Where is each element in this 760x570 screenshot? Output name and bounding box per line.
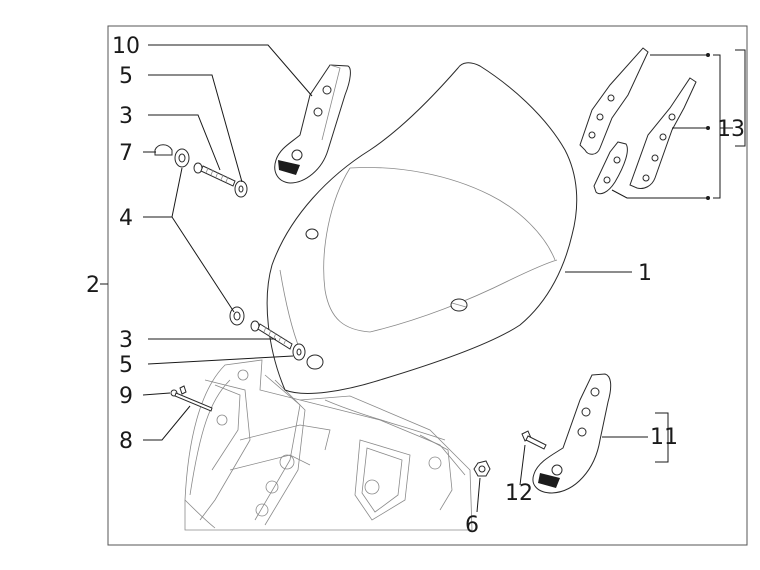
label-7: 7 — [119, 141, 133, 166]
bracket-11 — [655, 412, 669, 463]
upper-hardware — [154, 144, 248, 198]
windscreen — [266, 62, 578, 394]
nut — [473, 460, 491, 477]
label-1: 1 — [638, 261, 652, 286]
label-12: 12 — [505, 481, 533, 506]
label-2: 2 — [86, 273, 100, 298]
label-4: 4 — [119, 206, 133, 231]
label-3-lower: 3 — [119, 328, 133, 353]
dot-13-bot — [706, 196, 710, 200]
leader-8 — [143, 405, 191, 441]
bracket-13 — [713, 54, 733, 199]
leader-9 — [142, 392, 171, 396]
label-11: 11 — [650, 425, 678, 450]
leader-lines — [100, 44, 746, 513]
front-fairing-ghost — [184, 359, 473, 531]
label-9: 9 — [119, 384, 133, 409]
label-13: 13 — [717, 117, 745, 142]
leader-10 — [148, 44, 313, 97]
label-6: 6 — [465, 513, 479, 538]
leader-6 — [476, 477, 481, 513]
part-number-labels: 10 5 3 7 4 2 3 5 9 8 1 11 12 6 13 — [86, 34, 745, 538]
dot-13-mid — [706, 126, 710, 130]
assembly-frame — [107, 25, 748, 546]
leader-5b — [147, 355, 294, 365]
label-8: 8 — [119, 429, 133, 454]
label-3-upper: 3 — [119, 104, 133, 129]
right-lower-bracket — [532, 373, 612, 494]
label-5-upper: 5 — [119, 64, 133, 89]
label-10: 10 — [112, 34, 140, 59]
leader-12 — [519, 444, 526, 486]
support-plates — [579, 47, 697, 195]
left-upper-bracket — [274, 64, 351, 184]
leader-5a — [148, 74, 243, 183]
right-screw — [521, 430, 547, 450]
dot-13-top — [706, 53, 710, 57]
leader-13-bot — [611, 189, 708, 199]
bracket-13-right — [735, 49, 746, 147]
leader-4 — [143, 167, 235, 313]
left-screw — [170, 385, 213, 412]
lower-hardware — [229, 306, 306, 361]
label-5-lower: 5 — [119, 353, 133, 378]
leader-3a — [148, 114, 221, 171]
